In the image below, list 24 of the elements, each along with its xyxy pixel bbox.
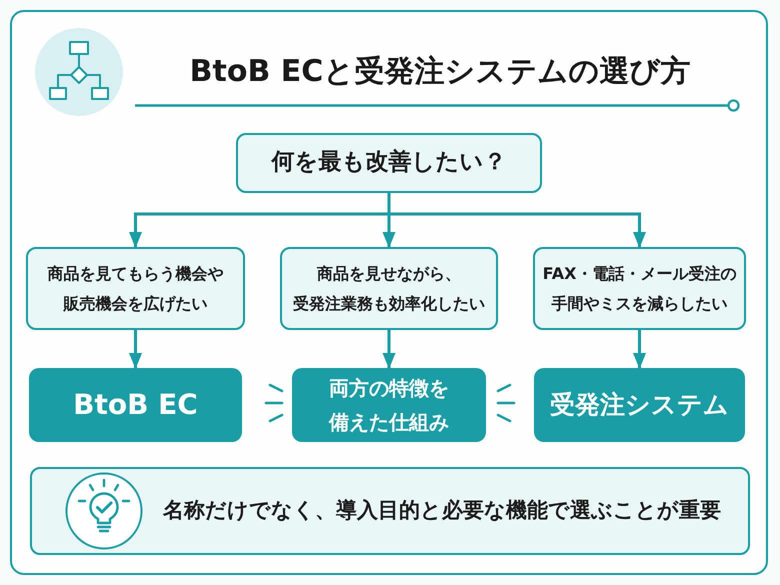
result-text: 両方の特徴を備えた仕組み [328, 375, 450, 436]
option-text: 商品を見てもらう機会や販売機会を広げたい [46, 262, 224, 314]
result-box [534, 368, 745, 442]
arrow [382, 330, 396, 369]
option-text: FAX・電話・メール受注の手間やミスを減らしたい [542, 262, 738, 314]
result-box [29, 368, 242, 442]
connector-line [134, 192, 641, 216]
arrow [382, 216, 396, 248]
title: BtoB ECと受発注システムの選び方 [188, 53, 692, 91]
result-text: BtoB EC [73, 386, 198, 423]
note-box [30, 467, 750, 555]
note-text: 名称だけでなく、導入目的と必要な機能で選ぶことが重要 [163, 497, 721, 524]
option-box [280, 247, 498, 330]
result-box [292, 368, 486, 442]
option-box [26, 247, 245, 330]
arrow [129, 216, 142, 248]
arrow [633, 216, 646, 248]
question-text: 何を最も改善したい？ [272, 148, 506, 178]
question-box [236, 133, 542, 193]
arrow [129, 330, 142, 369]
result-text: 受発注システム [550, 388, 729, 421]
arrow [633, 330, 646, 369]
option-box [533, 247, 746, 330]
option-text: 商品を見せながら、受発注業務も効率化したい [292, 262, 486, 314]
